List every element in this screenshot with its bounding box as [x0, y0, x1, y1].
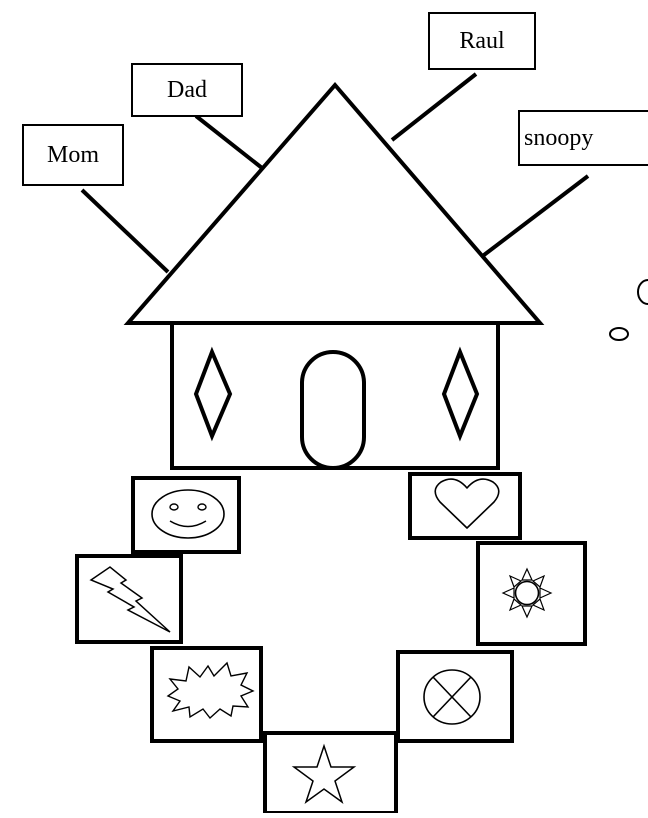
label-dad: Dad: [131, 63, 243, 117]
connector-mom: [80, 188, 170, 274]
label-mom-text: Mom: [46, 141, 99, 168]
tile-heart: [408, 472, 522, 540]
house-door: [300, 350, 366, 470]
tile-star: [263, 731, 398, 815]
thought-bubble-large: [637, 279, 648, 305]
connector-snoopy: [478, 174, 590, 260]
tile-explosion: [150, 646, 263, 743]
smiley-face-icon: [151, 489, 225, 539]
lightning-bolt-icon: [89, 566, 171, 633]
tile-circle-x: [396, 650, 514, 743]
label-dad-text: Dad: [167, 76, 207, 103]
heart-icon: [434, 478, 500, 529]
star-icon: [291, 743, 357, 804]
label-mom: Mom: [22, 124, 124, 186]
tile-lightning: [75, 554, 183, 644]
explosion-burst-icon: [166, 661, 255, 720]
label-snoopy: snoopy: [518, 110, 648, 166]
window-right-diamond: [441, 346, 480, 442]
circle-x-icon: [423, 669, 481, 725]
tile-smiley: [131, 476, 241, 554]
connector-dad: [194, 114, 264, 170]
label-raul: Raul: [428, 12, 536, 70]
tile-sun: [476, 541, 587, 646]
label-raul-text: Raul: [459, 27, 505, 54]
house-roof: [123, 81, 545, 325]
sun-icon: [501, 567, 553, 619]
window-left-diamond: [193, 346, 233, 442]
connector-raul: [390, 72, 478, 142]
thought-bubble-small: [609, 327, 629, 341]
label-snoopy-text: snoopy: [524, 124, 594, 151]
